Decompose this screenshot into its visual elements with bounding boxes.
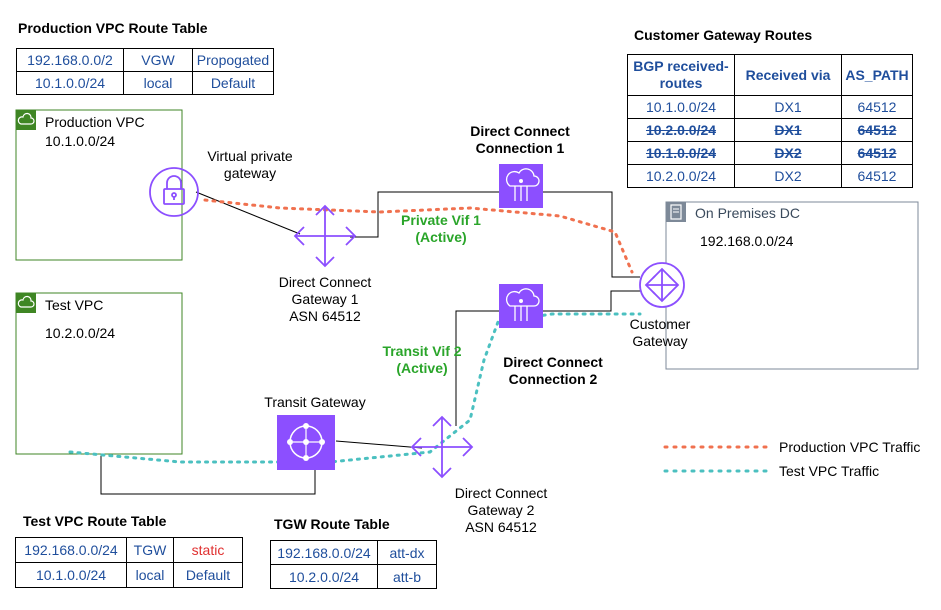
table-row: 10.1.0.0/24 local Default	[15, 562, 243, 588]
table-row: 10.1.0.0/24 DX1 64512	[627, 95, 913, 119]
production-route-table-title: Production VPC Route Table	[18, 20, 208, 36]
column-header: AS_PATH	[841, 54, 913, 96]
table-cell: VGW	[123, 48, 193, 72]
table-row: 192.168.0.0/24 att-dx	[270, 540, 437, 565]
table-cell: att-dx	[377, 540, 437, 565]
production-vpc-name: Production VPC	[45, 114, 145, 130]
table-cell: 10.1.0.0/24	[627, 141, 735, 165]
dx-connection-2-label: Direct Connect Connection 2	[503, 354, 603, 387]
on-premises-dc-cidr: 192.168.0.0/24	[700, 233, 794, 249]
table-cell: DX1	[734, 95, 842, 119]
table-cell: local	[123, 71, 193, 95]
table-cell: 10.2.0.0/24	[627, 164, 735, 188]
tgw-route-table-title: TGW Route Table	[274, 516, 390, 532]
table-row: 192.168.0.0/24 TGW static	[15, 537, 243, 563]
table-cell: Default	[192, 71, 274, 95]
vpg-label: Virtual private gateway	[207, 148, 293, 181]
dx-gateway-1-label: Direct Connect Gateway 1 ASN 64512	[278, 274, 372, 324]
table-cell: 10.2.0.0/24	[627, 118, 735, 142]
dxgw1-to-dx1-link	[350, 191, 499, 238]
on-premises-dc-name: On Premises DC	[695, 205, 801, 221]
dx-connection-1-label: Direct Connect Connection 1	[470, 123, 570, 156]
table-row: 10.2.0.0/24 DX1 64512	[627, 118, 913, 142]
table-cell: TGW	[126, 537, 174, 563]
table-row: 10.1.0.0/24 DX2 64512	[627, 141, 913, 165]
test-vpc-box	[15, 292, 183, 455]
test-route-table: 192.168.0.0/24 TGW static 10.1.0.0/24 lo…	[15, 537, 243, 588]
table-cell: Default	[173, 562, 243, 588]
table-cell: local	[126, 562, 174, 588]
table-cell: 192.168.0.0/2	[16, 48, 124, 72]
table-cell: 192.168.0.0/24	[270, 540, 378, 565]
legend-production-label: Production VPC Traffic	[779, 439, 921, 455]
transit-vif-label: Transit Vif 2 (Active)	[382, 343, 462, 376]
table-header-row: BGP received-routes Received via AS_PATH	[627, 54, 913, 96]
test-vpc-name: Test VPC	[45, 297, 104, 313]
customer-gateway-routes-title: Customer Gateway Routes	[634, 27, 813, 43]
table-row: 10.2.0.0/24 att-b	[270, 564, 437, 589]
transit-gateway-label: Transit Gateway	[264, 394, 366, 410]
padlock-icon	[149, 167, 199, 217]
tgw-route-table: 192.168.0.0/24 att-dx 10.2.0.0/24 att-b	[270, 540, 437, 589]
production-route-table: 192.168.0.0/2 VGW Propogated 10.1.0.0/24…	[16, 48, 274, 95]
table-cell: 10.1.0.0/24	[627, 95, 735, 119]
router-icon	[639, 262, 685, 308]
cloud-lock-icon	[16, 293, 36, 313]
table-cell: 192.168.0.0/24	[15, 537, 127, 563]
table-row: 10.2.0.0/24 DX2 64512	[627, 164, 913, 188]
dx1-to-cgw-link	[543, 191, 640, 278]
table-cell: 10.1.0.0/24	[15, 562, 127, 588]
on-premises-dc-box	[665, 201, 919, 370]
table-cell: 64512	[841, 118, 913, 142]
four-arrows-icon	[410, 415, 474, 479]
production-vpc-box	[15, 109, 183, 261]
table-cell: DX1	[734, 118, 842, 142]
table-cell: static	[173, 537, 243, 563]
server-icon	[666, 202, 686, 222]
test-route-table-title: Test VPC Route Table	[23, 513, 167, 529]
transit-hub-icon	[277, 415, 335, 470]
table-row: 192.168.0.0/2 VGW Propogated	[16, 48, 274, 72]
table-cell: 10.1.0.0/24	[16, 71, 124, 95]
legend-test-label: Test VPC Traffic	[779, 463, 880, 479]
cloud-lock-icon	[16, 110, 36, 130]
table-cell: 64512	[841, 164, 913, 188]
four-arrows-icon	[293, 204, 357, 268]
table-cell: 64512	[841, 141, 913, 165]
table-row: 10.1.0.0/24 local Default	[16, 71, 274, 95]
network-links	[100, 191, 640, 495]
test-vpc-cidr: 10.2.0.0/24	[45, 325, 116, 341]
dx2-to-cgw-link	[543, 290, 640, 312]
cloud-connection-icon	[499, 284, 543, 328]
table-cell: DX2	[734, 164, 842, 188]
customer-gateway-routes-table: BGP received-routes Received via AS_PATH…	[627, 54, 913, 188]
table-cell: att-b	[377, 564, 437, 589]
column-header: BGP received-routes	[627, 54, 735, 96]
test-traffic-path	[68, 312, 642, 464]
table-cell: 10.2.0.0/24	[270, 564, 378, 589]
table-cell: Propogated	[192, 48, 274, 72]
table-cell: 64512	[841, 95, 913, 119]
production-vpc-cidr: 10.1.0.0/24	[45, 133, 116, 149]
customer-gateway-label: Customer Gateway	[629, 316, 691, 349]
production-traffic-path	[203, 198, 634, 274]
dx-gateway-2-label: Direct Connect Gateway 2 ASN 64512	[454, 485, 548, 535]
vpg-to-dxgw1-link	[195, 191, 301, 235]
dx2-to-dxgw2-link	[455, 310, 499, 426]
column-header: Received via	[734, 54, 842, 96]
test-vpc-to-tgw-link	[100, 454, 316, 495]
cloud-connection-icon	[499, 164, 543, 208]
tgw-to-dxgw2-link	[335, 440, 423, 449]
private-vif-label: Private Vif 1 (Active)	[401, 212, 481, 245]
table-cell: DX2	[734, 141, 842, 165]
